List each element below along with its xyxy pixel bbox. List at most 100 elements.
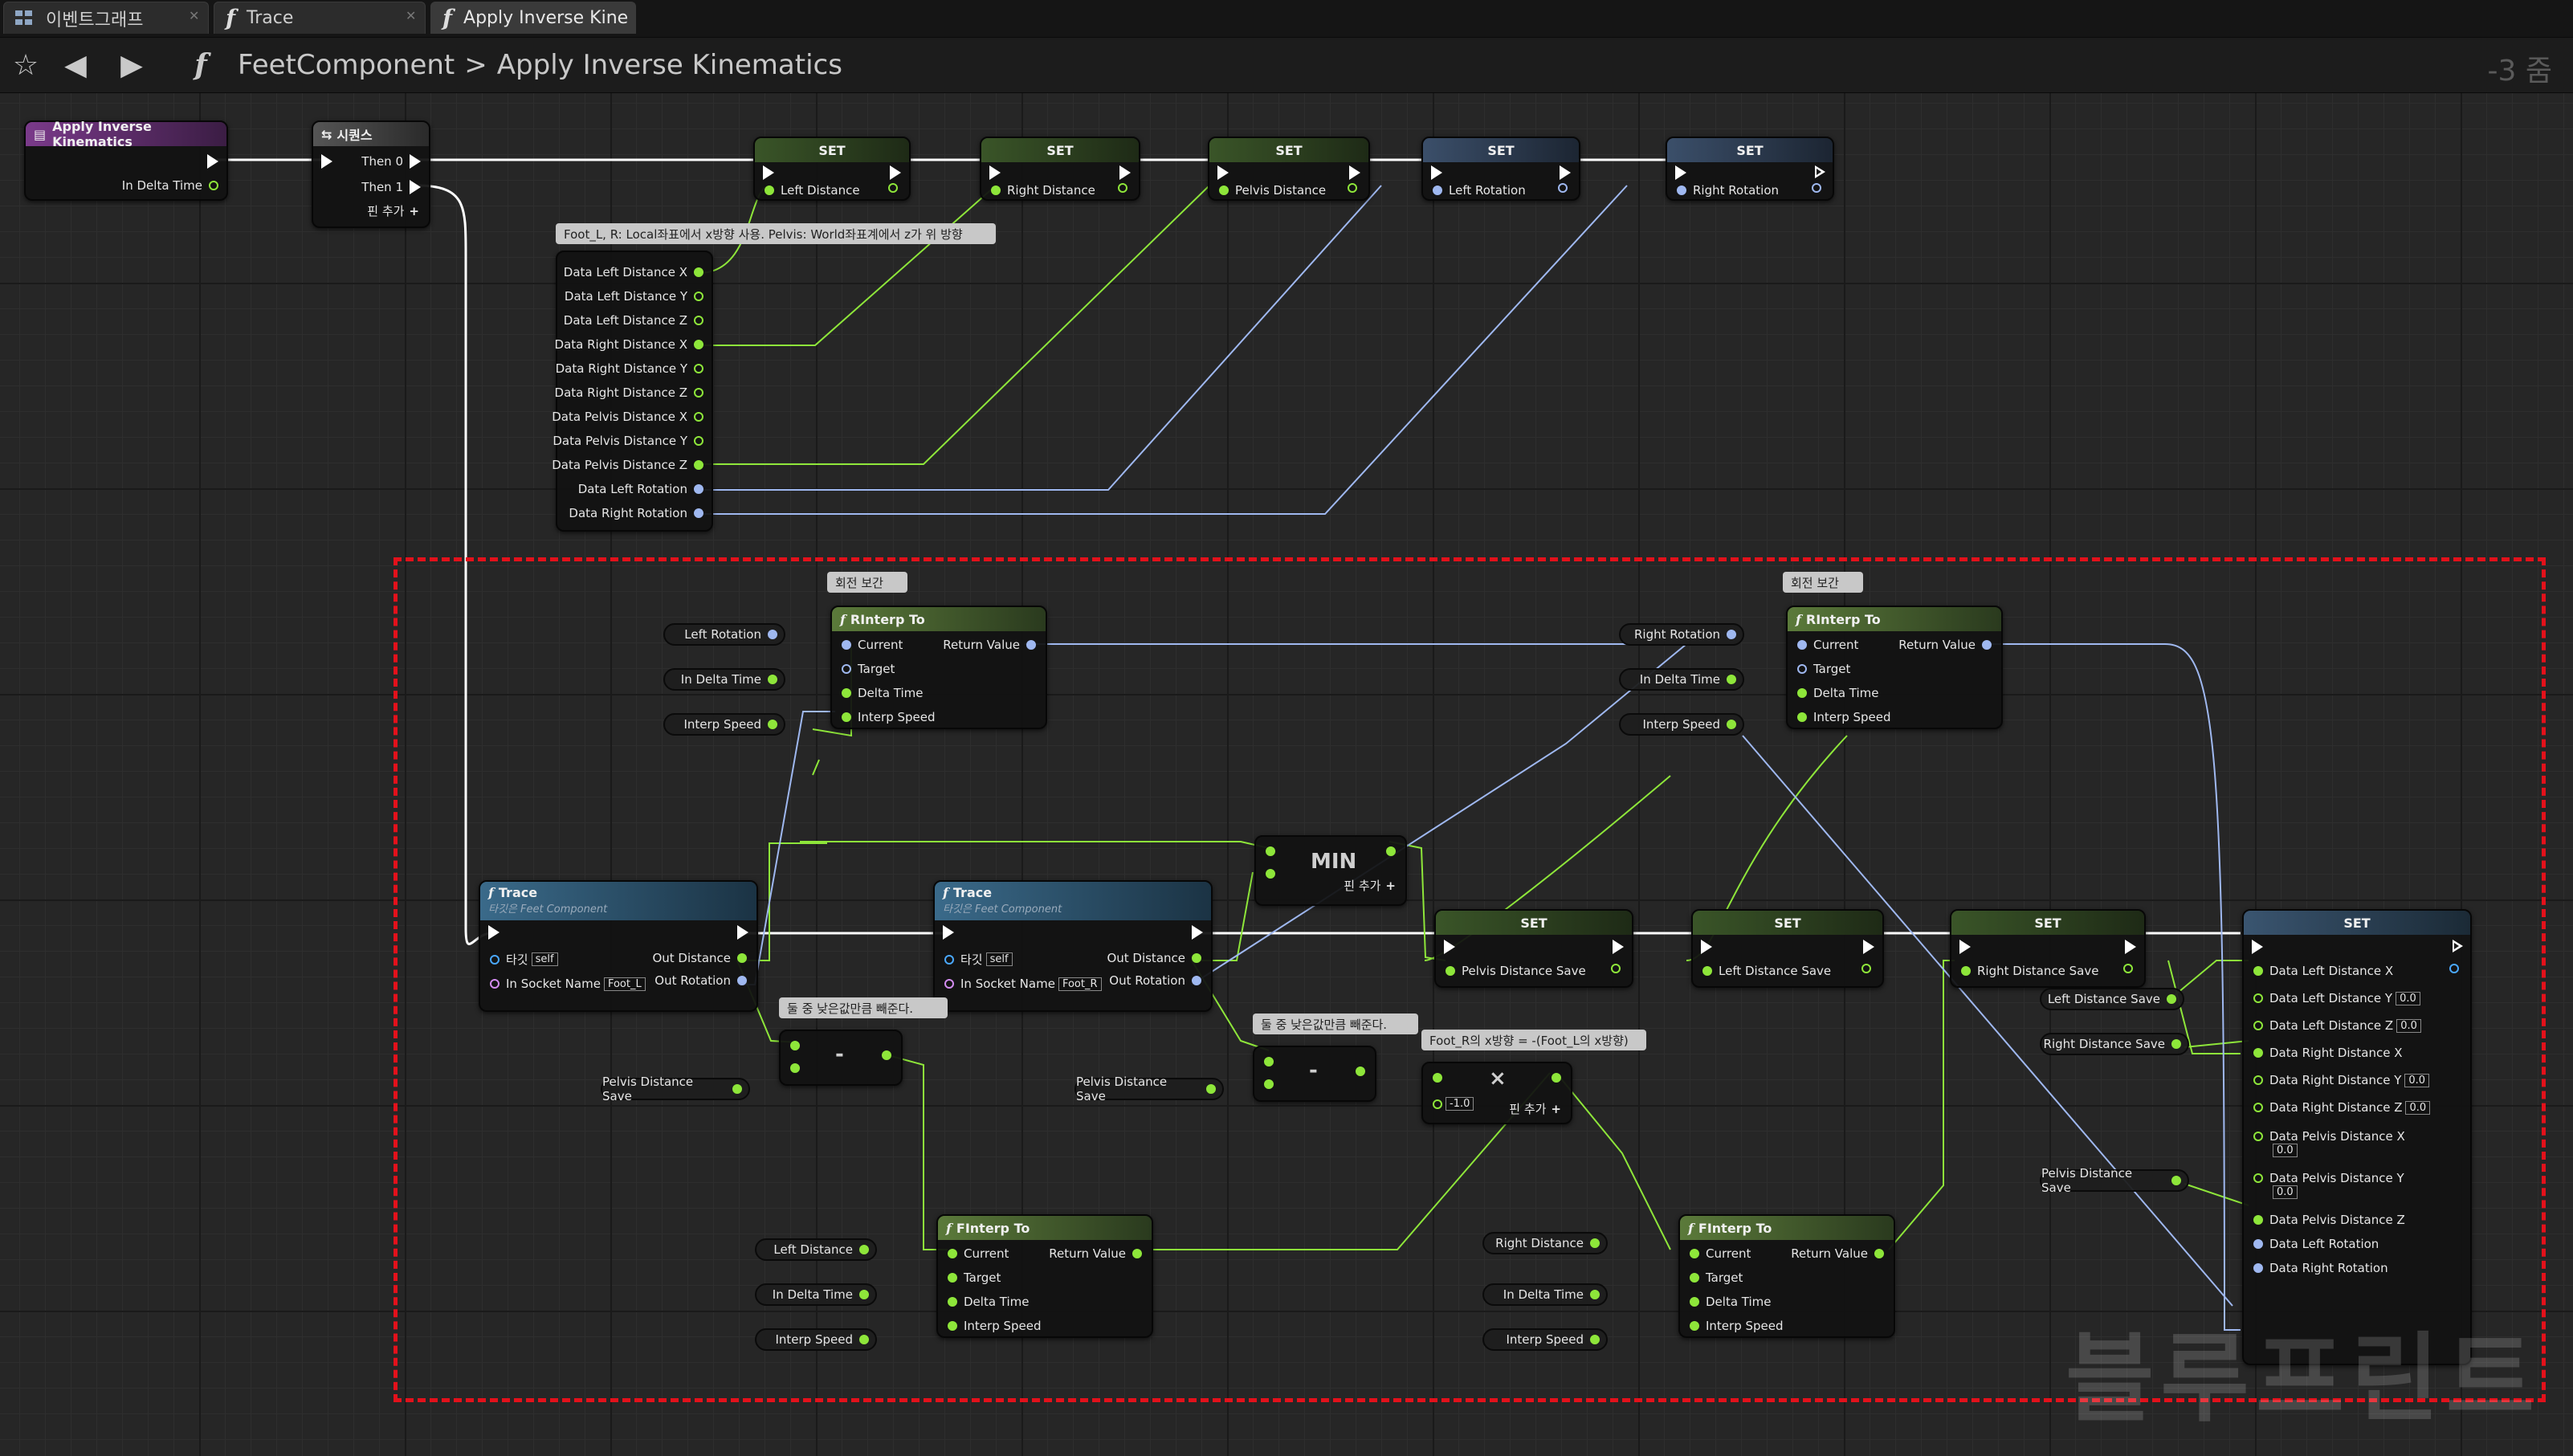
then-0-pin[interactable]: Then 0: [361, 154, 421, 169]
get-left-rotation-var[interactable]: Left Rotation: [663, 623, 785, 646]
break-pin[interactable]: Data Right Distance X: [555, 337, 703, 352]
interp-speed-pin[interactable]: Interp Speed: [1797, 710, 1891, 724]
get-right-distance-save-var[interactable]: Right Distance Save: [2040, 1033, 2189, 1055]
subtract-left-node[interactable]: -: [779, 1030, 903, 1086]
set-pelvis-distance-node[interactable]: SET Pelvis Distance: [1208, 137, 1370, 201]
tab-apply-inverse-kinematics[interactable]: f Apply Inverse Kine: [430, 2, 636, 34]
min-node[interactable]: MIN 핀 추가+: [1254, 835, 1407, 906]
get-interp-speed-var[interactable]: Interp Speed: [1619, 713, 1744, 736]
break-pin[interactable]: Data Right Distance Y: [556, 361, 703, 376]
in-delta-time-pin[interactable]: In Delta Time: [122, 178, 218, 193]
break-pin[interactable]: Data Left Rotation: [578, 482, 703, 496]
data-pin[interactable]: Data Pelvis Distance Z: [2253, 1213, 2405, 1227]
exec-in-pin[interactable]: [1675, 165, 1686, 180]
get-in-delta-time-var[interactable]: In Delta Time: [755, 1283, 877, 1306]
output-pin[interactable]: [1611, 964, 1621, 973]
break-feet-data-node[interactable]: Data Left Distance X Data Left Distance …: [552, 251, 713, 532]
add-pin-button[interactable]: 핀 추가+: [1344, 877, 1396, 894]
exec-in-pin[interactable]: [1959, 940, 1971, 954]
pin-value-field[interactable]: 0.0: [2273, 1144, 2298, 1157]
multiply-input-b-pin[interactable]: -1.0: [1433, 1097, 1474, 1111]
exec-in-pin[interactable]: [321, 154, 332, 169]
exec-out-pin[interactable]: [2125, 940, 2136, 954]
exec-out-pin[interactable]: [1863, 940, 1874, 954]
output-pin[interactable]: [2123, 964, 2133, 973]
set-pelvis-distance-save-node[interactable]: SET Pelvis Distance Save: [1434, 909, 1633, 988]
get-pelvis-distance-save-var[interactable]: Pelvis Distance Save: [601, 1075, 750, 1103]
forward-arrow-icon[interactable]: ▶: [120, 48, 143, 82]
exec-out-pin[interactable]: [1349, 165, 1360, 180]
set-right-distance-node[interactable]: SET Right Distance: [980, 137, 1140, 201]
subtract-input-b-pin[interactable]: [790, 1063, 800, 1073]
subtract-input-a-pin[interactable]: [790, 1041, 800, 1050]
output-pin[interactable]: [1812, 183, 1821, 193]
subtract-output-pin[interactable]: [882, 1050, 891, 1060]
tab-close-icon[interactable]: ✕: [189, 8, 200, 23]
back-arrow-icon[interactable]: ◀: [64, 48, 87, 82]
subtract-output-pin[interactable]: [1356, 1067, 1365, 1076]
set-right-distance-save-node[interactable]: SET Right Distance Save: [1950, 909, 2146, 988]
interp-speed-pin[interactable]: Interp Speed: [842, 710, 936, 724]
return-value-pin[interactable]: Return Value: [1049, 1246, 1142, 1261]
exec-in-pin[interactable]: [763, 165, 774, 180]
multiply-value-field[interactable]: -1.0: [1446, 1097, 1474, 1111]
target-pin[interactable]: Target: [842, 662, 895, 676]
data-pin[interactable]: Data Right Rotation: [2253, 1261, 2388, 1275]
min-input-a-pin[interactable]: [1266, 846, 1275, 856]
return-value-pin[interactable]: Return Value: [943, 638, 1036, 652]
multiply-comment[interactable]: Foot_R의 x방향 = -(Foot_L의 x방향): [1421, 1030, 1646, 1050]
subtract-right-comment[interactable]: 둘 중 낮은값만큼 빼준다.: [1253, 1013, 1418, 1034]
delta-time-pin[interactable]: Delta Time: [1690, 1295, 1772, 1309]
set-left-rotation-node[interactable]: SET Left Rotation: [1421, 137, 1580, 201]
target-pin[interactable]: Target: [1690, 1270, 1743, 1285]
current-pin[interactable]: Current: [1797, 638, 1858, 652]
subtract-left-comment[interactable]: 둘 중 낮은값만큼 빼준다.: [779, 997, 948, 1018]
add-pin-button[interactable]: 핀 추가+: [1509, 1100, 1561, 1117]
socket-name-field[interactable]: Foot_R: [1058, 977, 1102, 991]
current-pin[interactable]: Current: [948, 1246, 1009, 1261]
break-pin[interactable]: Data Left Distance X: [564, 265, 703, 279]
delta-time-pin[interactable]: Delta Time: [842, 686, 924, 700]
pin-value-field[interactable]: 0.0: [2396, 991, 2420, 1005]
output-pin[interactable]: [888, 183, 898, 193]
breadcrumb-parent[interactable]: FeetComponent: [238, 49, 455, 81]
then-1-pin[interactable]: Then 1: [361, 180, 421, 194]
output-pin[interactable]: [1348, 183, 1357, 193]
break-pin[interactable]: Data Pelvis Distance X: [552, 410, 703, 424]
current-pin[interactable]: Current: [1690, 1246, 1751, 1261]
data-pin[interactable]: Data Right Distance X: [2253, 1046, 2402, 1060]
output-pin[interactable]: [1558, 183, 1568, 193]
right-distance-save-pin[interactable]: Right Distance Save: [1961, 964, 2098, 978]
break-pin[interactable]: Data Right Distance Z: [555, 385, 703, 400]
rinterp-left-comment[interactable]: 회전 보간: [827, 572, 907, 593]
pin-value-field[interactable]: 0.0: [2396, 1018, 2421, 1033]
delta-time-pin[interactable]: Delta Time: [948, 1295, 1030, 1309]
exec-out-pin[interactable]: [890, 165, 901, 180]
get-right-distance-var[interactable]: Right Distance: [1482, 1232, 1608, 1254]
exec-out-pin[interactable]: [1119, 165, 1131, 180]
exec-in-pin[interactable]: [1431, 165, 1442, 180]
min-output-pin[interactable]: [1386, 846, 1396, 856]
get-left-distance-save-var[interactable]: Left Distance Save: [2040, 988, 2184, 1010]
exec-out-pin[interactable]: [737, 925, 748, 940]
exec-in-pin[interactable]: [943, 925, 954, 940]
left-distance-pin[interactable]: Left Distance: [765, 183, 860, 198]
socket-name-field[interactable]: Foot_L: [603, 977, 646, 991]
set-left-distance-node[interactable]: SET Left Distance: [753, 137, 911, 201]
left-distance-save-pin[interactable]: Left Distance Save: [1702, 964, 1831, 978]
favorite-star-icon[interactable]: ☆: [12, 48, 39, 82]
sequence-node[interactable]: ⇆시퀀스 Then 0 Then 1 핀 추가+: [312, 120, 430, 228]
exec-out-pin[interactable]: [1192, 925, 1203, 940]
get-pelvis-distance-save-var[interactable]: Pelvis Distance Save: [1074, 1075, 1224, 1103]
left-rotation-pin[interactable]: Left Rotation: [1433, 183, 1526, 198]
